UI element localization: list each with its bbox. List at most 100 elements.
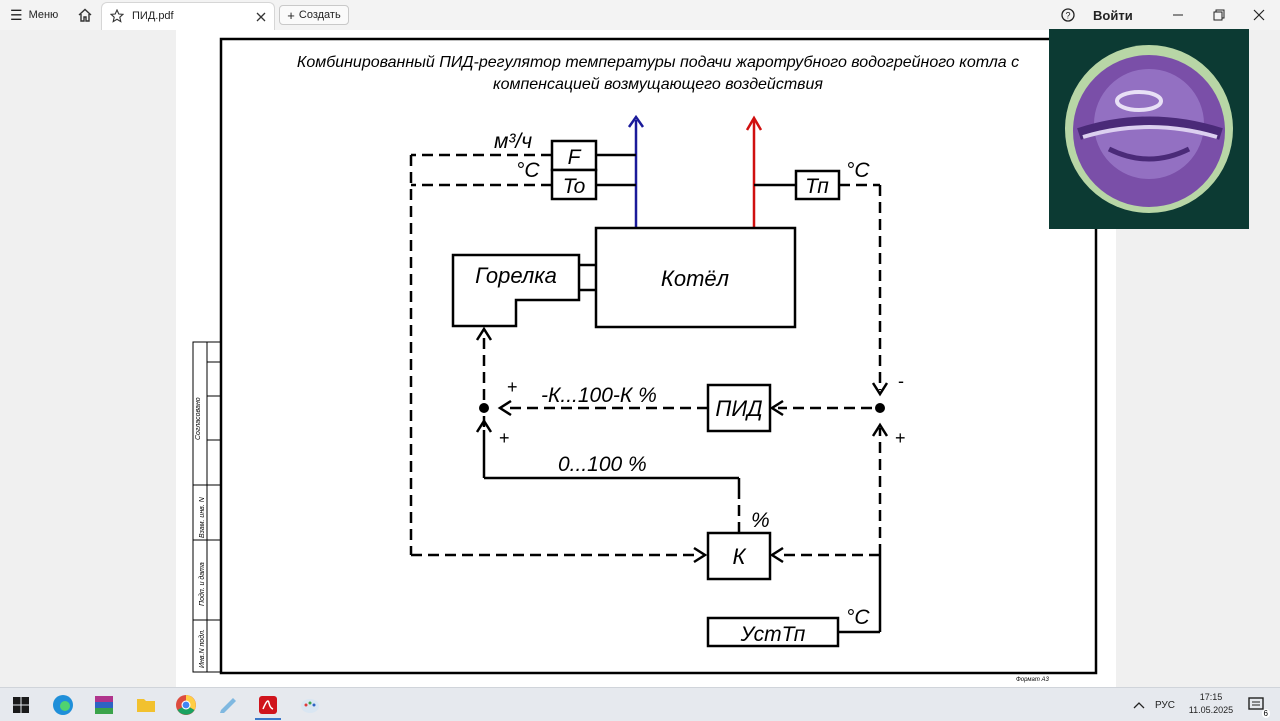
block-return-temp: [550, 168, 598, 201]
block-f-label: F: [568, 146, 582, 169]
block-setpoint-label: УстТп: [740, 623, 806, 646]
block-k-label: К: [733, 544, 747, 569]
stamp-inv-orig: Инв.N подл.: [198, 629, 206, 668]
block-pid-label: ПИД: [715, 396, 762, 421]
notification-icon: [1248, 697, 1264, 710]
browser-toolbar: ☰ Меню ПИД.pdf + Создать ? Войти: [0, 0, 1280, 31]
block-tp-label: Тп: [805, 175, 829, 198]
sign-minus: -: [898, 371, 904, 391]
stamp-inv-repl: Взам. инв. N: [199, 496, 206, 538]
notifications-button[interactable]: 6: [1244, 692, 1270, 718]
restore-button[interactable]: [1199, 0, 1239, 30]
block-setpoint: [706, 616, 840, 648]
return-arrow-icon: [627, 114, 645, 128]
taskbar-winrar[interactable]: [91, 692, 117, 718]
block-burner-label: Горелка: [475, 263, 557, 288]
signal-lines: [409, 153, 882, 557]
paint-icon: [301, 699, 319, 713]
restore-icon: [1213, 9, 1225, 21]
pdf-icon: [259, 696, 277, 714]
overlay-logo-image: [1049, 29, 1249, 229]
tab-title: ПИД.pdf: [132, 10, 174, 22]
diagram-title-line2: компенсацией возмущающего воздействия: [493, 76, 823, 93]
unit-c3: °С: [846, 606, 870, 629]
taskbar-chrome[interactable]: [173, 692, 199, 718]
taskbar-edge[interactable]: [50, 692, 76, 718]
start-button[interactable]: [8, 692, 34, 718]
supply-arrow-icon: [745, 115, 763, 131]
taskbar-explorer[interactable]: [133, 692, 159, 718]
format-label: Формат А3: [1016, 677, 1049, 683]
home-button[interactable]: [74, 0, 96, 30]
pdf-page: Согласовано Взам. инв. N Подп. и дата Ин…: [176, 30, 1116, 687]
unit-flow: м³/ч: [494, 130, 532, 153]
arrow-left-icon: [769, 546, 784, 564]
unit-c2: °С: [846, 159, 870, 182]
language-indicator[interactable]: РУС: [1154, 699, 1176, 711]
block-supply-temp: [794, 169, 841, 201]
menu-button[interactable]: ☰ Меню: [10, 0, 58, 30]
archive-icon: [95, 696, 113, 714]
close-window-button[interactable]: [1239, 0, 1279, 30]
notification-count: 6: [1261, 709, 1270, 718]
logo-graphic: [1065, 45, 1233, 213]
menu-label: Меню: [28, 9, 59, 21]
minimize-icon: [1173, 14, 1183, 16]
signin-button[interactable]: Войти: [1093, 7, 1133, 23]
arrow-right-icon: [693, 546, 708, 564]
plus-icon: +: [287, 7, 295, 23]
new-label: Создать: [298, 9, 341, 21]
sign-plus-1: +: [507, 377, 518, 397]
block-boiler-label: Котёл: [661, 266, 729, 291]
help-button[interactable]: ?: [1060, 0, 1076, 30]
windows-icon: [13, 697, 29, 713]
arrow-down-icon: [871, 382, 889, 397]
diagram-canvas: Согласовано Взам. инв. N Подп. и дата Ин…: [192, 37, 1098, 683]
arrow-up-icon: [475, 326, 493, 341]
notes-icon: [220, 698, 236, 713]
summing-node-left: [479, 403, 489, 413]
folder-icon: [137, 699, 155, 712]
signal-solid-lines: [482, 430, 882, 634]
star-icon[interactable]: [110, 9, 124, 23]
home-icon: [78, 8, 92, 22]
taskbar-notes[interactable]: [215, 692, 241, 718]
tray-expand-button[interactable]: [1126, 692, 1152, 718]
tab-pid-pdf[interactable]: ПИД.pdf: [101, 2, 275, 30]
block-to-label: To: [563, 175, 586, 198]
new-button[interactable]: + Создать: [279, 5, 349, 25]
sign-plus-2: +: [499, 428, 510, 448]
help-icon: ?: [1061, 8, 1075, 22]
chevron-up-icon: [1133, 702, 1145, 709]
clock[interactable]: 17:15 11.05.2025: [1183, 691, 1239, 717]
range-label-2: 0...100 %: [558, 453, 647, 476]
percent-label: %: [751, 509, 770, 532]
svg-text:?: ?: [1065, 11, 1070, 21]
minimize-button[interactable]: [1158, 0, 1198, 30]
taskbar-paint[interactable]: [297, 692, 323, 718]
taskbar-pdf-reader[interactable]: [255, 692, 281, 720]
unit-c1: °С: [516, 159, 540, 182]
stamp-agreed: Согласовано: [195, 397, 202, 440]
close-window-icon: [1253, 9, 1265, 21]
clock-time: 17:15: [1199, 692, 1223, 702]
arrow-up-icon: [475, 418, 493, 433]
range-label-1: -К...100-К %: [541, 384, 657, 407]
drawing-frame: [219, 37, 1098, 675]
sign-plus-3: +: [895, 428, 906, 448]
taskbar: РУС 17:15 11.05.2025 6: [0, 687, 1280, 721]
stamp-sign-date: Подп. и дата: [198, 562, 206, 606]
arrow-left-icon: [769, 399, 784, 417]
arrowheads: [475, 326, 889, 564]
close-icon[interactable]: [256, 12, 266, 22]
block-boiler: [594, 226, 797, 329]
side-stamp: [192, 341, 222, 673]
block-burner: [451, 253, 581, 328]
arrow-up-icon: [871, 422, 889, 437]
hamburger-icon: ☰: [10, 6, 23, 23]
arrow-left-icon: [497, 399, 512, 417]
clock-date: 11.05.2025: [1188, 705, 1234, 715]
edge-icon: [53, 695, 73, 715]
diagram-title-line1: Комбинированный ПИД-регулятор температур…: [297, 54, 1019, 71]
chrome-icon: [176, 695, 196, 715]
